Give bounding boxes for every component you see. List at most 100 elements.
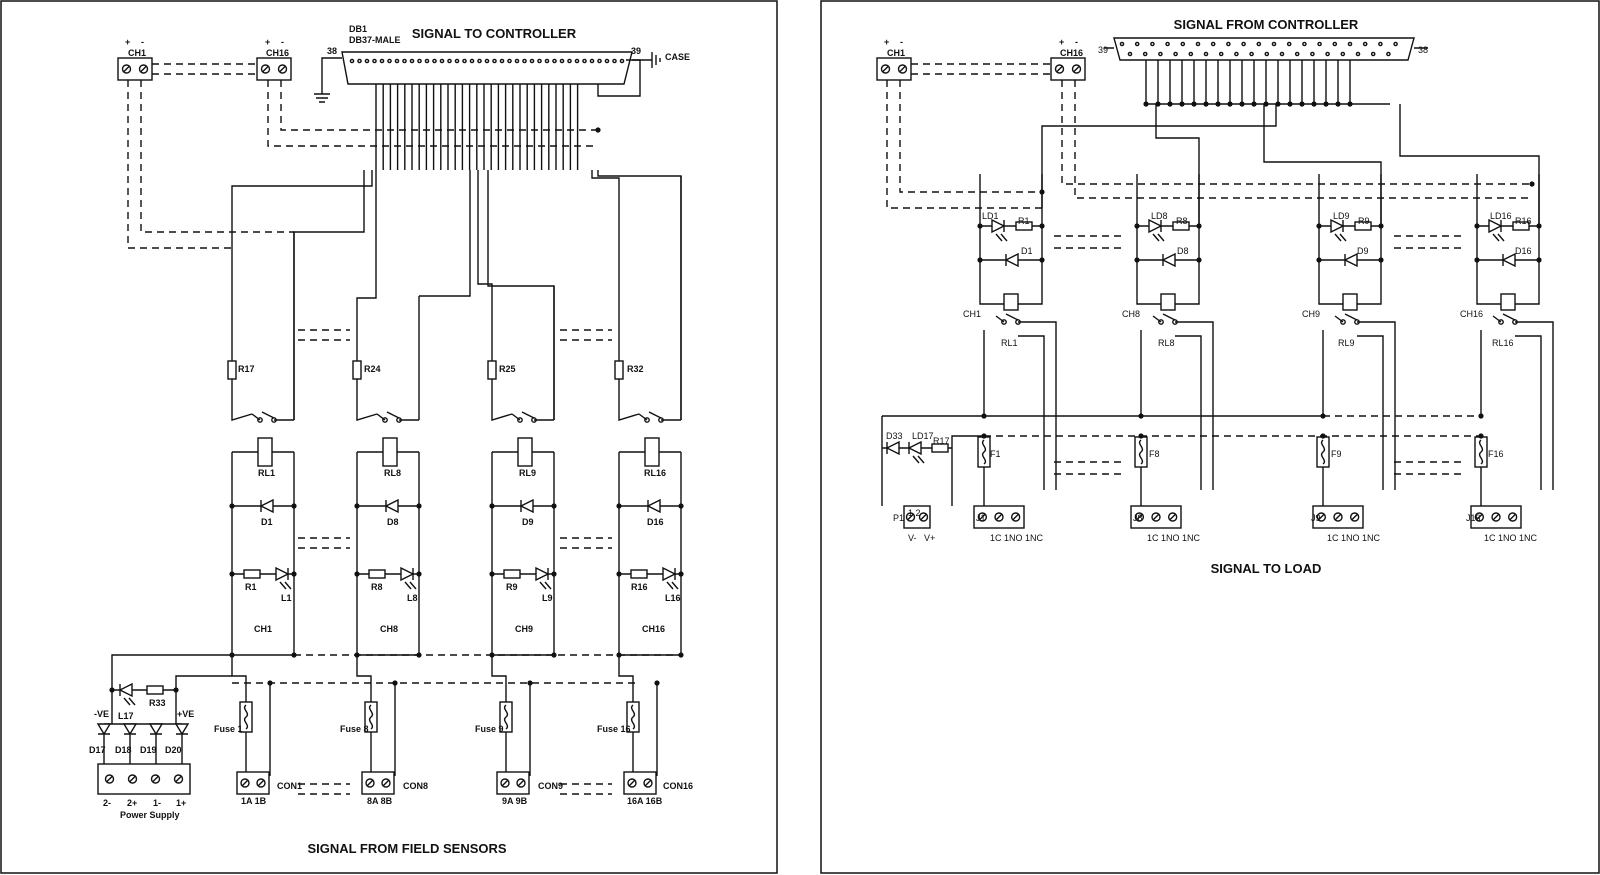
- led-label: L16: [665, 593, 681, 603]
- led-resistor: [1015, 221, 1033, 231]
- db-pin: [514, 58, 520, 64]
- junction-dot: [416, 503, 422, 509]
- led-symbol: [275, 566, 292, 590]
- db-pin: [1173, 51, 1178, 57]
- relay-contact: [995, 313, 1021, 325]
- db-pin: [402, 58, 407, 64]
- diode-label: D8: [1177, 246, 1189, 256]
- terminal-body: [236, 771, 270, 795]
- ch16-bus-b: [280, 80, 598, 131]
- db-name: DB1: [349, 24, 367, 34]
- ch1-plus: +: [125, 37, 130, 47]
- terminal-labels: 1C 1NO 1NC: [1484, 533, 1538, 543]
- diode-triangle: [1501, 252, 1516, 268]
- left-schematic: [96, 51, 684, 795]
- ch1-terminal: [117, 57, 153, 81]
- ch16-minus: -: [281, 37, 284, 47]
- power-diode-label: D33: [886, 431, 903, 441]
- power-resistor-label: R33: [149, 698, 166, 708]
- db-pin: [1210, 41, 1216, 47]
- led-symbol: [400, 566, 417, 590]
- signal-wire: [231, 170, 373, 370]
- ch16-block-label: CH16: [1060, 48, 1083, 58]
- led-resistor-label: R8: [371, 582, 383, 592]
- db-pin: [1134, 41, 1140, 47]
- db-pin: [619, 58, 625, 64]
- led-symbol: [907, 440, 925, 464]
- db-pin-first: 38: [327, 46, 337, 56]
- relay-coil: [1160, 293, 1176, 311]
- diode-triangle: [1161, 252, 1176, 268]
- flyback-diode: [1343, 252, 1358, 268]
- junction-dot: [1039, 257, 1045, 263]
- screw-slot: [995, 513, 1003, 521]
- fuse-element: [981, 439, 987, 465]
- diode-triangle: [1004, 252, 1019, 268]
- db-pin: [1195, 41, 1201, 47]
- screw-slot: [140, 65, 147, 73]
- junction-dot: [416, 571, 422, 577]
- db-pin: [372, 58, 377, 64]
- supply-diode: [122, 723, 138, 768]
- db-pin: [552, 58, 557, 64]
- screw-slot: [628, 779, 636, 787]
- terminal-body: [496, 771, 530, 795]
- led-symbol: [118, 682, 136, 706]
- diode-label: D17: [89, 745, 106, 755]
- right-footer: SIGNAL TO LOAD: [1211, 561, 1322, 576]
- diode-triangle: [535, 566, 550, 582]
- led-resistor-label: R8: [1176, 216, 1188, 226]
- junction-dot: [109, 687, 115, 693]
- diode-triangle: [519, 498, 534, 514]
- led-symbol: [662, 566, 679, 590]
- led-resistor: [503, 569, 521, 579]
- led-label: LD1: [982, 211, 999, 221]
- junction-dot: [1196, 257, 1202, 263]
- db-pin: [1241, 41, 1246, 47]
- led-resistor-label: R1: [1018, 216, 1030, 226]
- diode-triangle: [1488, 218, 1503, 234]
- load-terminal: [1470, 505, 1522, 529]
- power-plug: [903, 505, 931, 529]
- terminal-label: 2+: [127, 798, 137, 808]
- fuse-symbol: [364, 701, 378, 733]
- junction-dot: [489, 503, 495, 509]
- relay-feed: [356, 379, 378, 421]
- relay-contact: [376, 411, 402, 423]
- relay-contact-wire: [1357, 321, 1396, 490]
- db-pin: [484, 58, 490, 64]
- channel-gap: [560, 537, 612, 549]
- diode-triangle: [384, 498, 399, 514]
- db-pin: [537, 58, 542, 64]
- connector-pins: 9A 9B: [502, 796, 528, 806]
- channel-gap: [298, 537, 350, 549]
- fuse-element: [503, 704, 509, 730]
- db-pin: [462, 58, 467, 64]
- relay-coil: [1003, 293, 1019, 311]
- ch16-bus-a: [267, 80, 598, 147]
- diode-label: D9: [1357, 246, 1369, 256]
- plug-pos: V+: [924, 533, 935, 543]
- channel-gap: [560, 783, 612, 795]
- channel-box: [1476, 174, 1540, 305]
- led-resistor: [1172, 221, 1190, 231]
- sensor-connector: [623, 771, 657, 795]
- left-panel-frame: [0, 0, 778, 874]
- screw-slot: [1334, 513, 1342, 521]
- screw-slot: [1492, 513, 1500, 521]
- db-pin: [454, 58, 460, 64]
- db37-shell: [1113, 37, 1415, 61]
- junction-dot: [678, 503, 684, 509]
- screw-slot: [1135, 513, 1143, 521]
- channel-label: CH1: [963, 309, 981, 319]
- db-pin-last: 38: [1418, 45, 1428, 55]
- db-pin: [1340, 51, 1346, 57]
- junction-dot: [291, 503, 297, 509]
- db-pin: [1203, 51, 1209, 57]
- fuse-label: Fuse 16: [597, 724, 631, 734]
- signal-wire: [419, 170, 471, 297]
- led-label: LD9: [1333, 211, 1350, 221]
- junction-dot: [1474, 223, 1480, 229]
- led-label: LD16: [1490, 211, 1512, 221]
- screw-slot: [129, 775, 136, 783]
